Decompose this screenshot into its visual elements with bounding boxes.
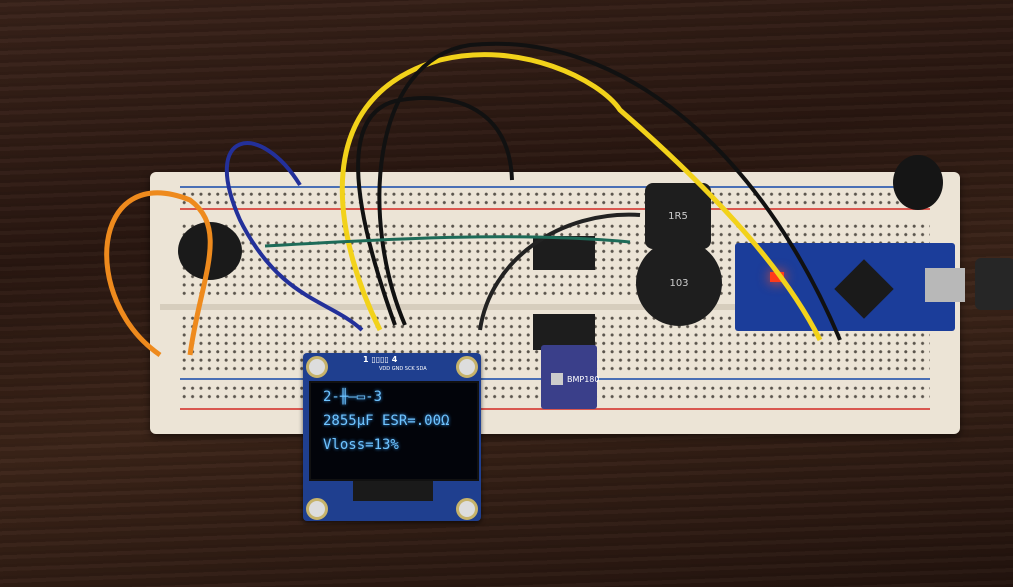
oled-line-vloss: Vloss=13% (323, 437, 399, 453)
pin-labels: VDD GND SCK SDA (379, 366, 427, 372)
inductor-small-label: 1R5 (668, 210, 688, 222)
black-wire-switch (478, 212, 641, 331)
mount-hole (456, 356, 478, 378)
oled-screen: 2-╫—▭-3 2855µF ESR=.00Ω Vloss=13% (309, 381, 479, 481)
usb-cable (975, 258, 1013, 310)
orange-wire (104, 190, 213, 358)
power-holes-top (180, 190, 930, 206)
power-led (770, 272, 784, 282)
inductor-large-label: 103 (669, 277, 689, 289)
usb-port (925, 268, 965, 302)
sensor-label: BMP180 (567, 375, 600, 384)
inductor-large: 103 (636, 240, 722, 326)
black-wire-short (356, 96, 514, 326)
rail-red-bottom (180, 408, 930, 410)
oled-line-capacitance: 2855µF ESR=.00Ω (323, 413, 450, 429)
oled-line-circuit: 2-╫—▭-3 (323, 389, 383, 405)
green-wire (264, 235, 631, 248)
switch-lower (533, 314, 595, 350)
sensor-element (551, 373, 563, 385)
center-channel (160, 304, 950, 310)
mount-hole (456, 498, 478, 520)
bmp180-sensor: BMP180 (541, 345, 600, 409)
switch-upper (533, 236, 595, 270)
mount-hole (306, 356, 328, 378)
rail-red-top (180, 208, 930, 210)
yellow-wire (339, 52, 823, 342)
black-wire-long (377, 41, 842, 341)
flex-connector (353, 481, 433, 501)
oled-display-module: 1 ▯▯▯▯ 4 VDD GND SCK SDA 2-╫—▭-3 2855µF … (303, 353, 481, 521)
capacitor (893, 155, 943, 210)
rail-blue-top (180, 186, 930, 188)
blue-wire (224, 141, 364, 332)
inductor-small: 1R5 (645, 183, 711, 249)
mount-hole (306, 498, 328, 520)
pin-header: 1 ▯▯▯▯ 4 (363, 355, 398, 364)
